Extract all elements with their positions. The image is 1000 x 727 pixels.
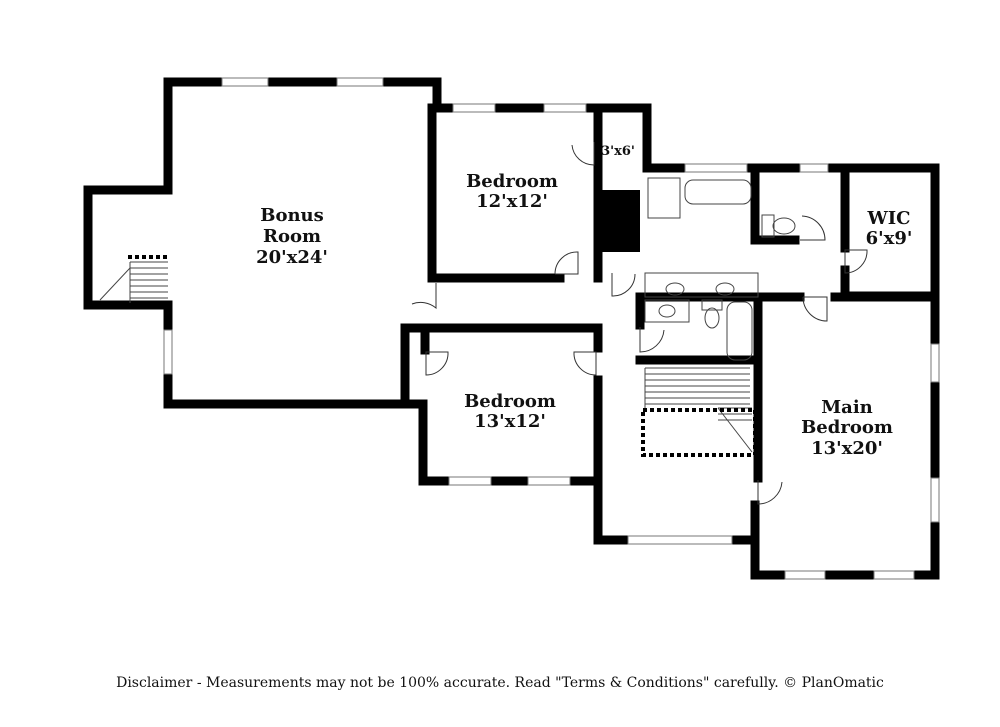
wic-size: 6'x9' <box>866 228 913 249</box>
sink <box>658 304 676 318</box>
bedroom-bottom-wall <box>400 323 603 486</box>
door-swing <box>573 351 597 376</box>
door-swing <box>411 283 437 310</box>
window <box>543 103 587 113</box>
closet-size: 3'x6' <box>601 144 635 159</box>
door-swing <box>571 142 595 166</box>
bathtub <box>684 179 752 205</box>
main-bedroom-wall <box>750 292 940 580</box>
disclaimer-text: Disclaimer - Measurements may not be 100… <box>116 675 884 691</box>
door-swing <box>639 327 665 353</box>
window <box>684 163 748 173</box>
window <box>527 476 571 486</box>
bonus-room-name-line2: Room <box>263 226 321 247</box>
bonus-room-size: 20'x24' <box>256 247 328 268</box>
window <box>627 535 733 545</box>
toilet-bowl <box>704 307 720 329</box>
window <box>448 476 492 486</box>
vanity-counter <box>644 272 759 298</box>
window <box>930 477 940 523</box>
door-swing <box>757 480 783 505</box>
bedroom-bottom-name: Bedroom <box>464 391 556 412</box>
door-swing <box>802 296 828 322</box>
window <box>873 570 915 580</box>
bedroom-bottom-size: 13'x12' <box>474 411 546 432</box>
toilet-tank <box>761 214 775 238</box>
stairs-center <box>644 367 753 453</box>
walls <box>83 77 940 580</box>
hall-lower-wall <box>593 476 760 545</box>
window <box>336 77 384 87</box>
bedroom-top-name: Bedroom <box>466 171 558 192</box>
chase-block <box>598 190 640 252</box>
bedroom-top-size: 12'x12' <box>476 191 548 212</box>
bathtub <box>726 301 753 361</box>
vanity-counter <box>644 299 690 323</box>
fixtures <box>644 177 796 361</box>
main-bedroom-name-line1: Main <box>821 397 873 418</box>
bonus-room-name-line1: Bonus <box>260 205 324 226</box>
doors <box>411 142 868 505</box>
window <box>221 77 269 87</box>
window <box>930 343 940 383</box>
sink <box>665 282 685 296</box>
door-swing <box>611 273 636 297</box>
toilet-tank <box>701 299 723 311</box>
stairs-left <box>99 261 168 303</box>
door-swing <box>425 351 449 376</box>
window <box>784 570 826 580</box>
bath-divider-1 <box>750 167 800 245</box>
door-swing <box>800 215 826 241</box>
window <box>799 163 829 173</box>
sink <box>715 282 735 296</box>
door-swing <box>554 251 579 275</box>
wic-bottom-wall <box>840 265 940 301</box>
window <box>163 329 173 375</box>
stair-railing <box>641 408 757 457</box>
bedroom-top-wall <box>427 103 652 283</box>
window <box>452 103 496 113</box>
wic-name: WIC <box>867 208 911 229</box>
main-bedroom-size: 13'x20' <box>811 438 883 459</box>
door-swing <box>844 249 868 274</box>
main-bedroom-name-line2: Bedroom <box>801 417 893 438</box>
toilet-bowl <box>772 217 796 235</box>
shower-stall <box>647 177 681 219</box>
windows <box>163 77 940 580</box>
